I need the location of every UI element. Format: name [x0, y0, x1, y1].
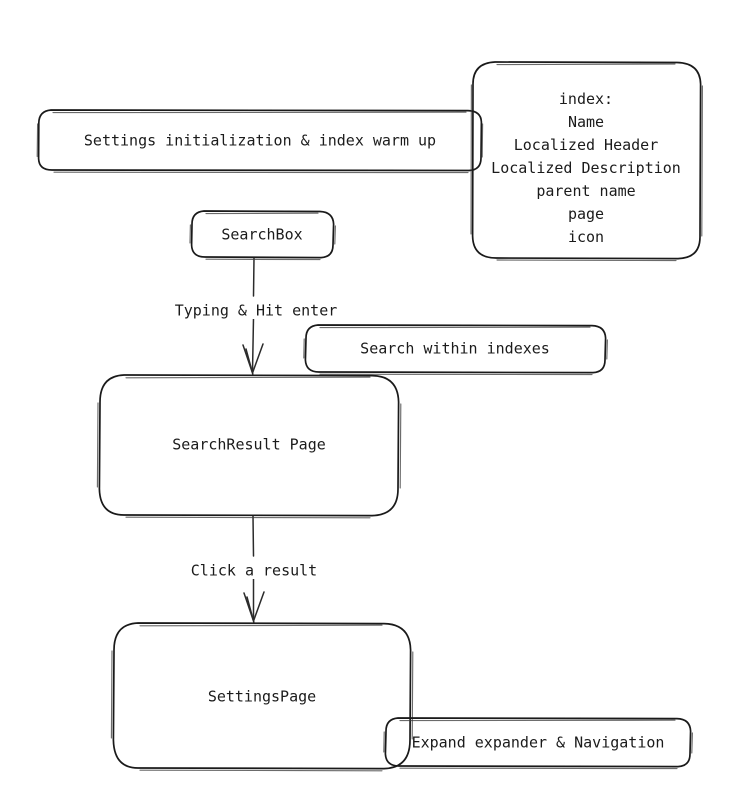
node-search-result-page[interactable]: SearchResult Page — [96, 374, 402, 519]
index-line-5: page — [568, 205, 604, 223]
node-label-search-result-page: SearchResult Page — [172, 436, 326, 454]
index-line-3: Localized Description — [491, 159, 681, 177]
note-label-search-within-indexes: Search within indexes — [360, 340, 550, 358]
index-line-4: parent name — [536, 182, 635, 200]
index-line-0: index: — [559, 90, 613, 108]
edge-searchbox-to-results: Typing & Hit enter — [163, 257, 348, 375]
node-settings-page[interactable]: SettingsPage — [110, 622, 414, 772]
note-index-fields[interactable]: index: Name Localized Header Localized D… — [470, 61, 703, 262]
node-label-settings-page: SettingsPage — [208, 688, 316, 706]
index-line-1: Name — [568, 113, 604, 131]
note-label-settings-initialization: Settings initialization & index warm up — [84, 132, 436, 150]
note-label-expand-navigation: Expand expander & Navigation — [412, 734, 665, 752]
edge-label-typing-hit-enter: Typing & Hit enter — [175, 302, 338, 320]
index-line-2: Localized Header — [514, 136, 659, 154]
note-search-within-indexes[interactable]: Search within indexes — [303, 324, 608, 376]
note-expand-navigation[interactable]: Expand expander & Navigation — [383, 717, 693, 770]
index-note-lines: index: Name Localized Header Localized D… — [491, 90, 681, 246]
index-line-6: icon — [568, 228, 604, 246]
note-settings-initialization[interactable]: Settings initialization & index warm up — [36, 109, 484, 174]
edge-label-click-a-result: Click a result — [191, 562, 317, 580]
node-label-search-box: SearchBox — [221, 226, 302, 244]
node-search-box[interactable]: SearchBox — [189, 210, 336, 261]
edge-results-to-settings: Click a result — [178, 515, 330, 623]
